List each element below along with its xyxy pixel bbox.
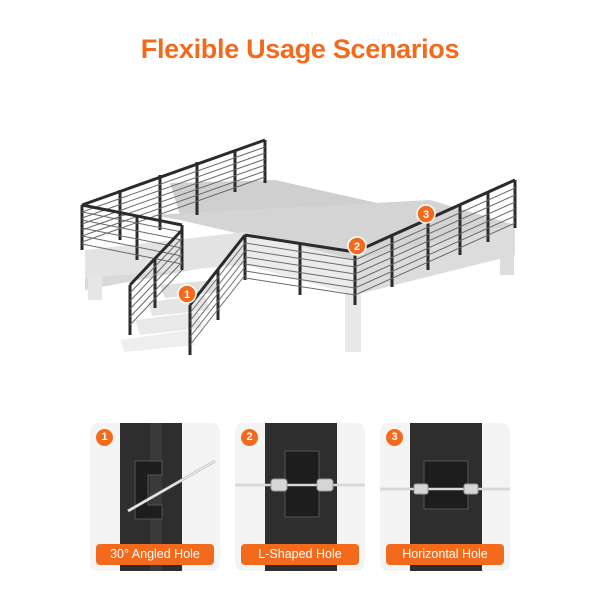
support-post <box>500 250 514 275</box>
support-post <box>345 292 361 352</box>
card-number-badge: 2 <box>241 429 258 446</box>
marker-2: 2 <box>347 236 367 256</box>
stair-step <box>120 330 195 352</box>
marker-3: 3 <box>416 204 436 224</box>
card-label: 30° Angled Hole <box>96 544 214 565</box>
svg-text:3: 3 <box>423 209 429 221</box>
deck-railing-illustration: 1 2 3 <box>80 138 517 355</box>
card-label: Horizontal Hole <box>386 544 504 565</box>
back-railing <box>80 138 267 250</box>
card-angled-hole: 1 30° Angled Hole <box>90 423 220 571</box>
stair-step <box>135 312 202 335</box>
support-post <box>88 275 102 300</box>
deck-illustration: 1 2 3 <box>0 80 600 410</box>
stair-railing-right <box>188 234 247 355</box>
stair-railing-left <box>128 228 184 335</box>
card-number-badge: 3 <box>386 429 403 446</box>
left-railing <box>81 203 184 270</box>
card-l-shaped-hole: 2 L-Shaped Hole <box>235 423 365 571</box>
svg-text:1: 1 <box>184 289 190 301</box>
front-railing <box>244 233 357 305</box>
card-horizontal-hole: 3 Horizontal Hole <box>380 423 510 571</box>
card-number-badge: 1 <box>96 429 113 446</box>
hole-type-cards: 1 30° Angled Hole 2 L-Shaped Hole <box>90 423 510 573</box>
svg-text:2: 2 <box>354 241 360 253</box>
card-label: L-Shaped Hole <box>241 544 359 565</box>
page-title: Flexible Usage Scenarios <box>140 34 460 64</box>
marker-1: 1 <box>177 284 197 304</box>
deck-left-face <box>85 232 245 278</box>
